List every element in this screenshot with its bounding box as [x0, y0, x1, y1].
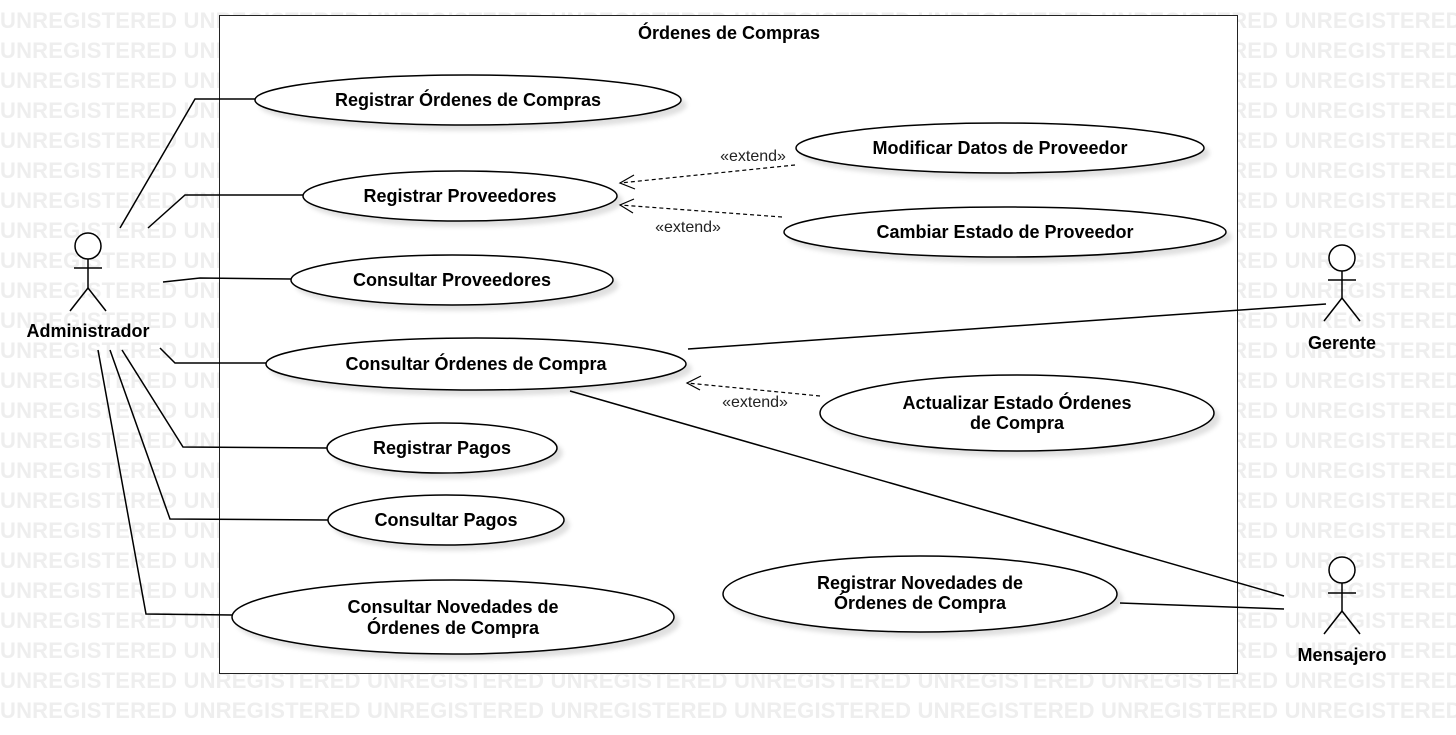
extend-modificar-proveedor [619, 164, 796, 184]
use-case-label-line1: Consultar Novedades de [347, 597, 558, 617]
extend-cambiar-estado [619, 204, 783, 218]
use-case-registrar-pagos[interactable] [326, 422, 558, 474]
use-case-registrar-novedades[interactable] [722, 555, 1118, 633]
assoc-admin-consultar-pagos [109, 349, 329, 521]
extend-label: «extend» [720, 148, 786, 165]
actor-administrador-icon[interactable] [69, 232, 107, 312]
system-title: Órdenes de Compras [638, 22, 820, 43]
actor-mensajero-icon[interactable] [1323, 556, 1361, 635]
assoc-admin-consultar-novedades [97, 349, 233, 616]
use-case-registrar-proveedores[interactable] [302, 170, 618, 222]
extend-actualizar-estado [686, 382, 821, 397]
assoc-mensajero-registrar-novedades [1119, 602, 1285, 610]
use-case-label: Registrar Órdenes de Compras [335, 89, 601, 110]
use-case-registrar-ordenes[interactable] [254, 74, 682, 126]
actor-administrador-label: Administrador [26, 321, 149, 341]
arrowhead-cambiar [618, 198, 635, 214]
actor-mensajero-label: Mensajero [1297, 645, 1386, 665]
assoc-admin-registrar-proveedores [147, 194, 304, 229]
extend-label: «extend» [655, 219, 721, 236]
use-case-actualizar-estado[interactable] [819, 374, 1215, 452]
assoc-admin-registrar-ordenes [119, 98, 256, 229]
use-case-label-line2: de Compra [970, 413, 1065, 433]
use-case-label-line1: Actualizar Estado Órdenes [902, 392, 1131, 413]
use-case-cambiar-estado[interactable] [783, 206, 1227, 258]
use-case-label: Modificar Datos de Proveedor [872, 138, 1127, 158]
arrowhead-actualizar [685, 375, 702, 391]
extend-label: «extend» [722, 394, 788, 411]
use-case-label-line2: Órdenes de Compra [834, 592, 1007, 613]
actor-gerente-label: Gerente [1308, 333, 1376, 353]
use-case-consultar-ordenes[interactable] [265, 337, 687, 391]
assoc-admin-consultar-proveedores [162, 277, 292, 283]
use-case-consultar-proveedores[interactable] [290, 254, 614, 306]
use-case-consultar-novedades[interactable] [231, 579, 675, 655]
assoc-admin-registrar-pagos [121, 349, 328, 449]
use-case-label: Consultar Pagos [374, 510, 517, 530]
use-case-label-line2: Órdenes de Compra [367, 617, 540, 638]
use-case-label: Consultar Proveedores [353, 270, 551, 290]
arrowhead-modificar [618, 174, 636, 190]
actor-gerente-icon[interactable] [1323, 244, 1361, 322]
use-case-modificar-proveedor[interactable] [795, 122, 1205, 174]
use-case-label-line1: Registrar Novedades de [817, 573, 1023, 593]
use-case-label: Registrar Proveedores [363, 186, 556, 206]
use-case-consultar-pagos[interactable] [327, 494, 565, 546]
use-case-label: Cambiar Estado de Proveedor [876, 222, 1133, 242]
use-case-label: Consultar Órdenes de Compra [345, 353, 607, 374]
assoc-admin-consultar-ordenes [159, 347, 266, 364]
assoc-mensajero-consultar-ordenes [569, 390, 1285, 597]
use-case-label: Registrar Pagos [373, 438, 511, 458]
assoc-gerente-consultar-ordenes [687, 303, 1327, 350]
